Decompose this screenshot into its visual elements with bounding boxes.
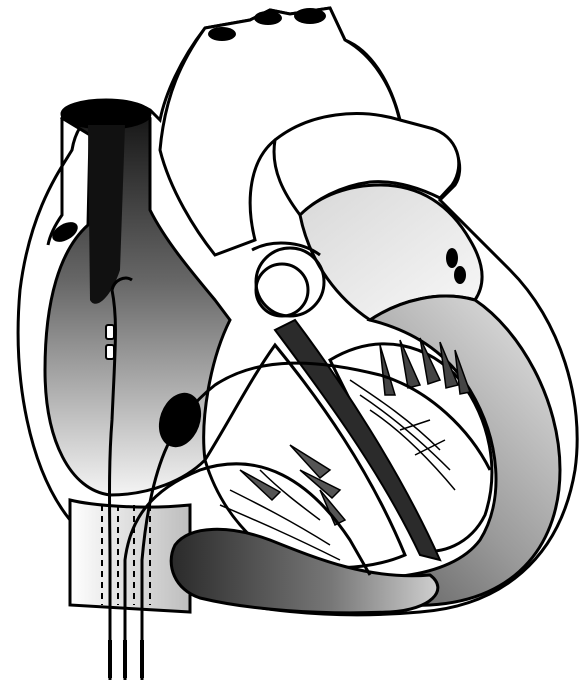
aortic-branch-1 bbox=[208, 27, 236, 41]
aortic-branch-2 bbox=[254, 11, 282, 25]
lead-tails bbox=[110, 640, 142, 678]
pulmonary-vein-1 bbox=[446, 248, 458, 268]
svc-opening bbox=[62, 100, 150, 128]
aortic-branch-3 bbox=[294, 8, 326, 24]
pulmonary-vein-2 bbox=[454, 266, 466, 284]
